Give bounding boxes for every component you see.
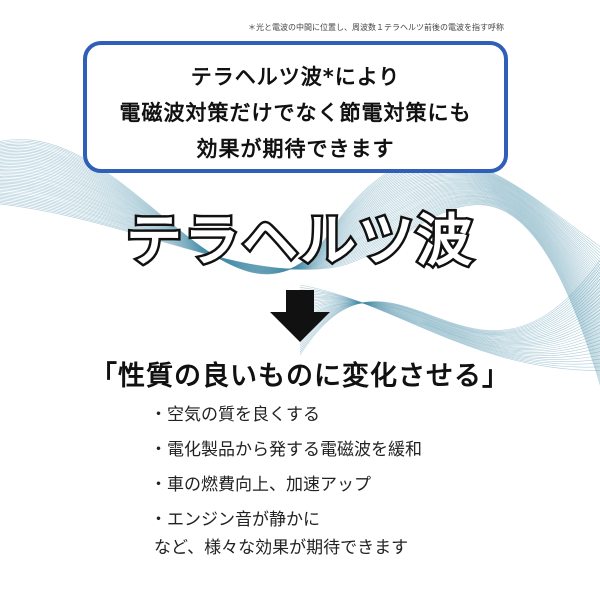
callout-box: テラヘルツ波*により 電磁波対策だけでなく節電対策にも 効果が期待できます bbox=[83, 41, 508, 173]
wave-line bbox=[299, 259, 600, 356]
wave-line bbox=[0, 200, 600, 380]
wave-line bbox=[299, 295, 600, 358]
benefit-item-emf-reduction: ・電化製品から発する電磁波を緩和 bbox=[150, 440, 422, 460]
callout-line-1: テラヘルツ波*により bbox=[190, 65, 401, 89]
wave-line bbox=[0, 181, 600, 337]
wave-line bbox=[299, 298, 600, 355]
wave-line bbox=[0, 159, 600, 291]
wave-line bbox=[0, 202, 600, 383]
wave-line bbox=[0, 170, 600, 312]
wave-line bbox=[0, 151, 600, 274]
wave-line bbox=[0, 199, 600, 377]
wave-line bbox=[299, 302, 600, 343]
wave-line bbox=[0, 198, 600, 374]
wave-line bbox=[0, 193, 600, 365]
callout-line-2: 電磁波対策だけでなく節電対策にも bbox=[119, 101, 472, 125]
wave-line bbox=[0, 149, 600, 274]
wave-line bbox=[0, 164, 600, 300]
wave-line bbox=[0, 175, 600, 325]
callout-line-3: 効果が期待できます bbox=[196, 137, 395, 161]
wave-line bbox=[299, 297, 600, 357]
wave-line bbox=[0, 196, 600, 371]
wave-line bbox=[299, 282, 600, 341]
wave-line bbox=[299, 289, 600, 365]
wave-line bbox=[299, 299, 600, 352]
wave-line bbox=[0, 173, 600, 319]
wave-line bbox=[299, 278, 600, 344]
wave-line bbox=[299, 271, 600, 348]
wave-line bbox=[299, 290, 600, 338]
wave-line bbox=[0, 189, 600, 356]
headline-title: テラヘルツ波 bbox=[124, 207, 475, 277]
wave-line bbox=[0, 174, 600, 322]
wave-line bbox=[299, 274, 600, 346]
wave-line bbox=[299, 294, 600, 360]
down-arrow-icon bbox=[270, 290, 330, 342]
wave-line bbox=[299, 297, 600, 340]
wave-line bbox=[0, 161, 600, 294]
closing-text: など、様々な効果が期待できます bbox=[154, 538, 409, 558]
benefit-item-fuel-efficiency: ・車の燃費向上、加速アップ bbox=[150, 475, 371, 495]
wave-line bbox=[0, 195, 600, 368]
wave-line bbox=[299, 267, 600, 351]
wave-line bbox=[0, 165, 600, 303]
wave-line bbox=[299, 286, 600, 339]
wave-line bbox=[299, 302, 600, 346]
wave-line bbox=[299, 287, 600, 368]
wave-line bbox=[299, 301, 600, 348]
wave-line bbox=[0, 182, 600, 340]
wave-line bbox=[0, 187, 600, 349]
wave-line bbox=[0, 188, 600, 353]
wave-line bbox=[299, 301, 600, 347]
wave-line bbox=[0, 171, 600, 316]
wave-line bbox=[0, 158, 600, 288]
wave-line bbox=[299, 284, 600, 371]
wave-line bbox=[0, 178, 600, 331]
wave-line bbox=[299, 302, 600, 342]
wave-line bbox=[299, 300, 600, 351]
wave-line bbox=[299, 293, 600, 339]
wave-line bbox=[0, 184, 600, 343]
wave-line bbox=[299, 299, 600, 353]
footnote-text: ＊光と電波の中間に位置し、周波数１テラヘルツ前後の電波を指す呼称 bbox=[248, 23, 504, 32]
wave-line bbox=[0, 192, 600, 362]
wave-line bbox=[299, 302, 600, 344]
wave-line bbox=[0, 168, 600, 309]
wave-line bbox=[299, 301, 600, 341]
wave-line bbox=[0, 180, 600, 334]
benefits-list: ・空気の質を良くする ・電化製品から発する電磁波を緩和 ・車の燃費向上、加速アッ… bbox=[150, 398, 422, 538]
wave-line bbox=[299, 291, 600, 363]
wave-line bbox=[0, 162, 600, 297]
tagline-text: 「性質の良いものに変化させる」 bbox=[90, 361, 510, 392]
wave-line bbox=[0, 203, 600, 386]
wave-line bbox=[0, 148, 600, 274]
wave-line bbox=[299, 263, 600, 353]
benefit-item-air-quality: ・空気の質を良くする bbox=[150, 405, 320, 425]
wave-line bbox=[0, 177, 600, 328]
wave-line bbox=[299, 301, 600, 349]
wave-line bbox=[0, 191, 600, 359]
wave-line bbox=[0, 185, 600, 346]
benefit-item-quiet-engine: ・エンジン音が静かに bbox=[150, 510, 320, 530]
wave-line bbox=[0, 167, 600, 306]
